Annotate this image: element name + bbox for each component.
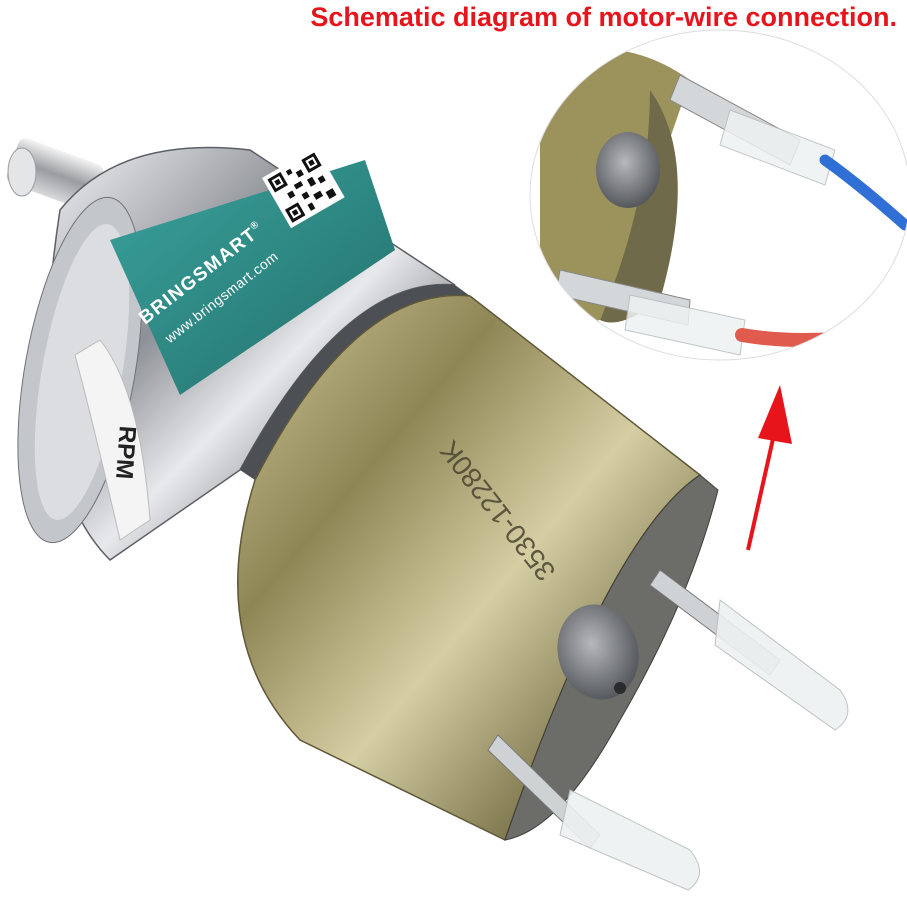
motor-can: 3530-12280K	[237, 294, 719, 842]
rpm-text: RPM	[110, 425, 141, 480]
brand-label: BRINGSMART® www.bringsmart.com	[110, 147, 395, 395]
caption-title: Schematic diagram of motor-wire connecti…	[310, 2, 897, 32]
inset-closeup	[530, 30, 907, 360]
blue-wire	[819, 154, 907, 231]
side-sticker-text: RPM	[110, 425, 141, 480]
motor-body: RPM	[6, 138, 849, 891]
motor-terminals	[487, 569, 849, 891]
pointer-arrow-icon	[746, 385, 792, 551]
motor-bearing-boss	[557, 604, 639, 700]
joint-ring	[240, 284, 470, 480]
qr-code-icon	[262, 147, 345, 229]
red-wire	[735, 328, 877, 347]
